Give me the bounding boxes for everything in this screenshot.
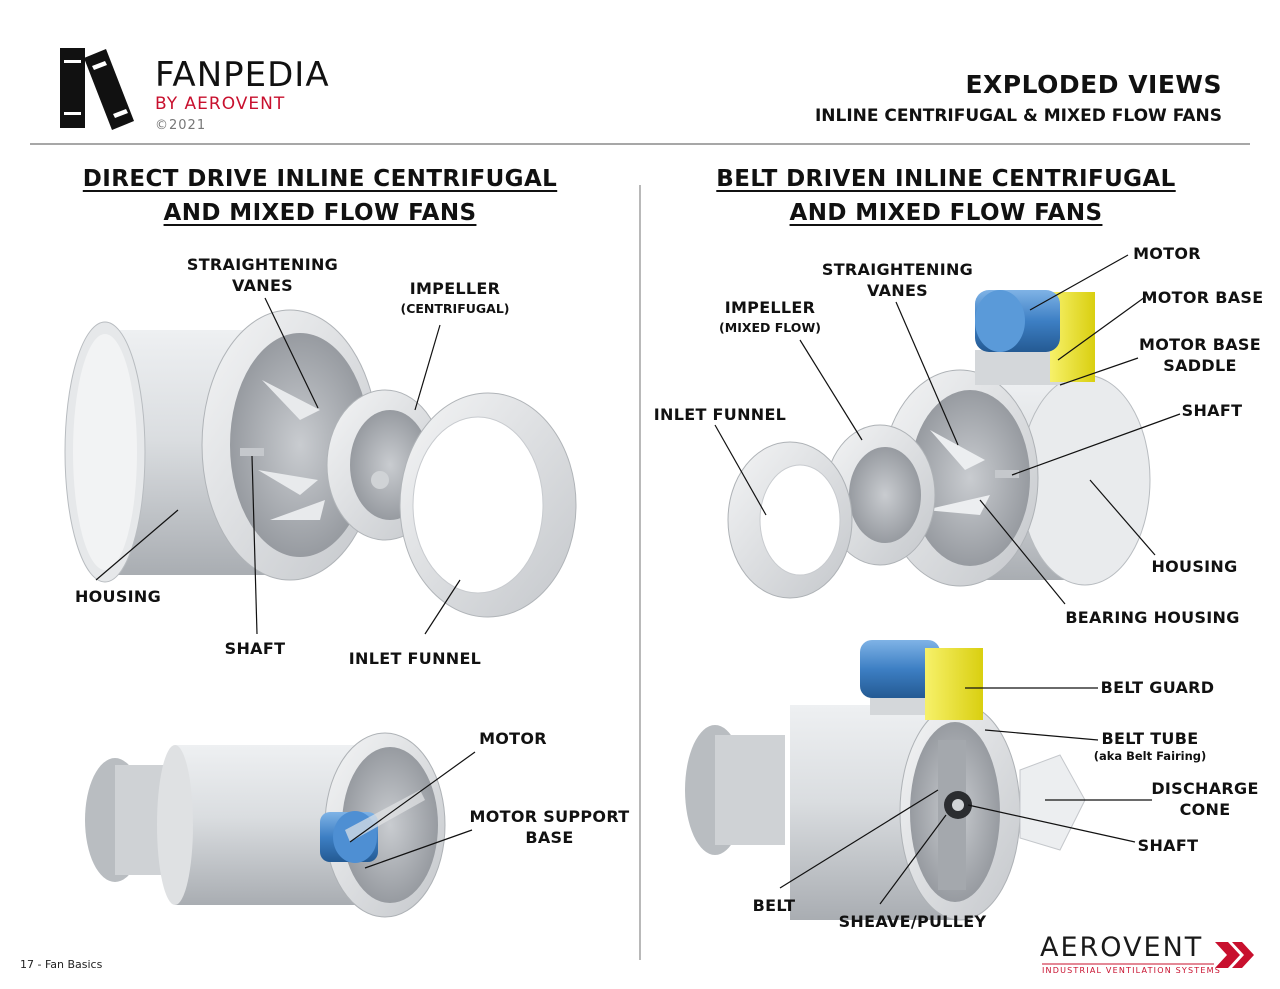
label-belt-tube-aka: (aka Belt Fairing) [1093,749,1207,763]
right-section-title: BELT DRIVEN INLINE CENTRIFUGAL AND MIXED… [668,162,1224,230]
label-line: MOTOR BASE [1139,335,1261,354]
label-line: BASE [525,828,574,847]
label-line: DISCHARGE [1151,779,1259,798]
leader-lines [95,254,1181,905]
label-motor-right: MOTOR [1133,244,1201,263]
direct-drive-assembled-illustration [85,732,446,918]
label-line: STRAIGHTENING [186,255,339,274]
label-line: CONE [1179,800,1231,819]
belt-driven-exploded-illustration [727,290,1151,599]
label-line: STRAIGHTENING [821,260,974,279]
aerovent-chevron-icon [1215,942,1254,968]
label-line: MOTOR SUPPORT [469,807,630,826]
aerovent-tagline: INDUSTRIAL VENTILATION SYSTEMS [1042,966,1221,975]
left-section-title-line2: AND MIXED FLOW FANS [163,200,477,226]
label-motor-base-saddle: MOTOR BASE SADDLE [1130,334,1270,376]
page-number: 17 - Fan Basics [20,958,103,971]
books-logo-icon [60,48,134,130]
page-title: EXPLODED VIEWS [965,70,1222,99]
aerovent-logo-text: AEROVENT [1040,932,1204,963]
label-sheave-pulley: SHEAVE/PULLEY [838,912,987,931]
label-line: VANES [866,281,929,300]
label-shaft-right-bottom: SHAFT [1137,836,1199,855]
label-straightening-vanes-right: STRAIGHTENING VANES [815,259,980,301]
label-inlet-funnel-left: INLET FUNNEL [348,649,482,668]
label-shaft-left: SHAFT [224,639,286,658]
brand-name: FANPEDIA [155,56,330,94]
left-section-title: DIRECT DRIVE INLINE CENTRIFUGAL AND MIXE… [42,162,598,230]
page-subtitle: INLINE CENTRIFUGAL & MIXED FLOW FANS [814,106,1222,126]
label-housing-left: HOUSING [74,587,162,606]
right-section-title-line2: AND MIXED FLOW FANS [789,200,1103,226]
brand-by-line: BY AEROVENT [155,94,286,114]
label-impeller-type-left: (CENTRIFUGAL) [400,301,510,316]
label-motor-support-base: MOTOR SUPPORT BASE [462,806,637,848]
left-section-title-line1: DIRECT DRIVE INLINE CENTRIFUGAL [82,166,558,192]
right-section-title-line1: BELT DRIVEN INLINE CENTRIFUGAL [716,166,1176,192]
label-belt-guard: BELT GUARD [1100,678,1215,697]
label-belt: BELT [752,896,796,915]
label-impeller-left: IMPELLER [409,279,501,298]
label-housing-right: HOUSING [1151,557,1238,576]
label-discharge-cone: DISCHARGE CONE [1145,778,1265,820]
label-motor-base: MOTOR BASE [1141,288,1264,307]
label-belt-tube: BELT TUBE [1101,729,1199,748]
label-inlet-funnel-right: INLET FUNNEL [653,405,787,424]
label-impeller-right: IMPELLER [724,298,816,317]
label-line: VANES [231,276,294,295]
belt-driven-assembled-illustration [685,640,1086,921]
brand-copyright: ©2021 [155,118,207,133]
label-line: SADDLE [1163,356,1237,375]
label-impeller-type-right: (MIXED FLOW) [719,320,821,335]
label-motor-left: MOTOR [479,729,547,748]
label-bearing-housing: BEARING HOUSING [1065,608,1240,627]
brand-name-part1: FAN [155,55,224,95]
label-shaft-right: SHAFT [1181,401,1243,420]
brand-name-part2: PEDIA [223,55,330,95]
label-straightening-vanes-left: STRAIGHTENING VANES [180,254,345,296]
direct-drive-exploded-illustration [64,309,577,618]
